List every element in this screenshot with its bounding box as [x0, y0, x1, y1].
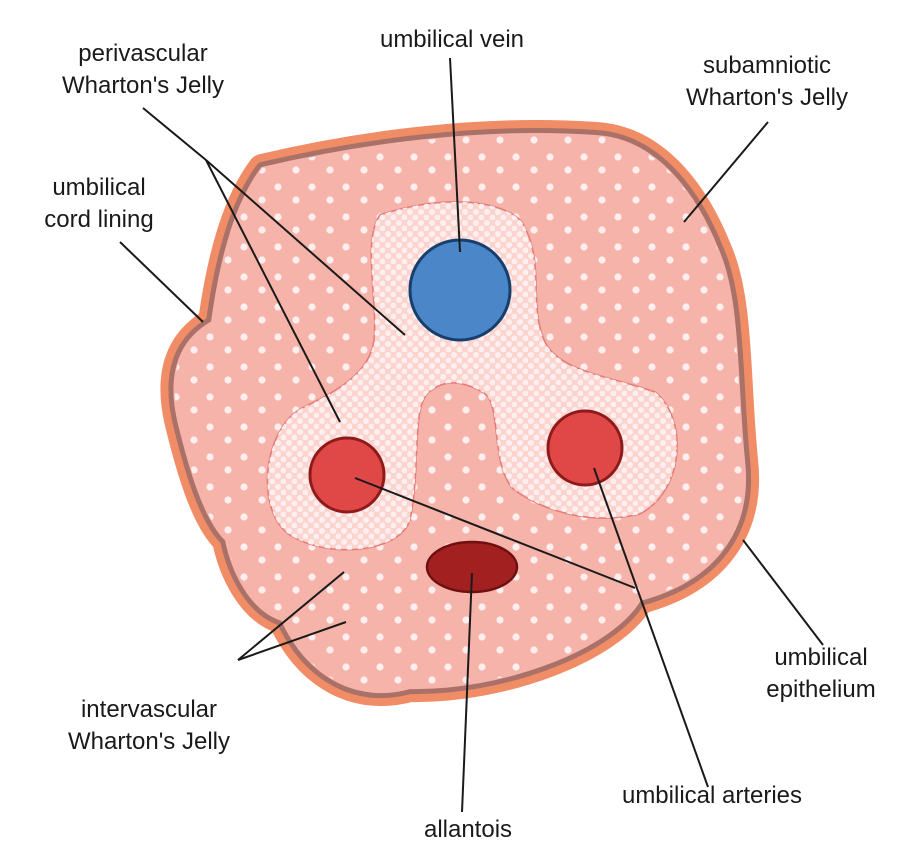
leader-umbilical-vein	[449, 57, 461, 253]
umbilical-vein	[408, 238, 512, 342]
leader-artery-left	[354, 477, 636, 589]
leader-perivascular-b	[205, 159, 406, 336]
label-umbilical-epithelium: umbilical epithelium	[766, 644, 876, 703]
leader-epithelium	[742, 539, 824, 646]
label-umbilical-arteries: umbilical arteries	[621, 782, 803, 809]
label-umbilical-cord-lining: umbilical cord lining	[44, 174, 154, 233]
label-umbilical-vein: umbilical vein	[379, 26, 525, 53]
leader-perivascular-c	[205, 159, 341, 423]
umbilical-artery-left	[308, 436, 386, 514]
leader-intervascular-a	[237, 571, 345, 661]
leader-artery-right	[593, 467, 709, 788]
label-subamniotic-wharton-jelly: subamniotic Wharton's Jelly	[686, 52, 848, 111]
label-allantois: allantois	[423, 816, 513, 843]
leader-intervascular-b	[237, 621, 347, 661]
label-intervascular-wharton-jelly: intervascular Wharton's Jelly	[68, 696, 230, 755]
leader-lines	[119, 57, 824, 813]
leader-subamniotic	[683, 121, 769, 223]
umbilical-artery-right	[546, 409, 624, 487]
label-perivascular-wharton-jelly: perivascular Wharton's Jelly	[62, 40, 224, 99]
leader-allantois	[461, 572, 473, 813]
leader-cord-lining	[119, 241, 204, 323]
leader-perivascular-a	[142, 107, 207, 161]
